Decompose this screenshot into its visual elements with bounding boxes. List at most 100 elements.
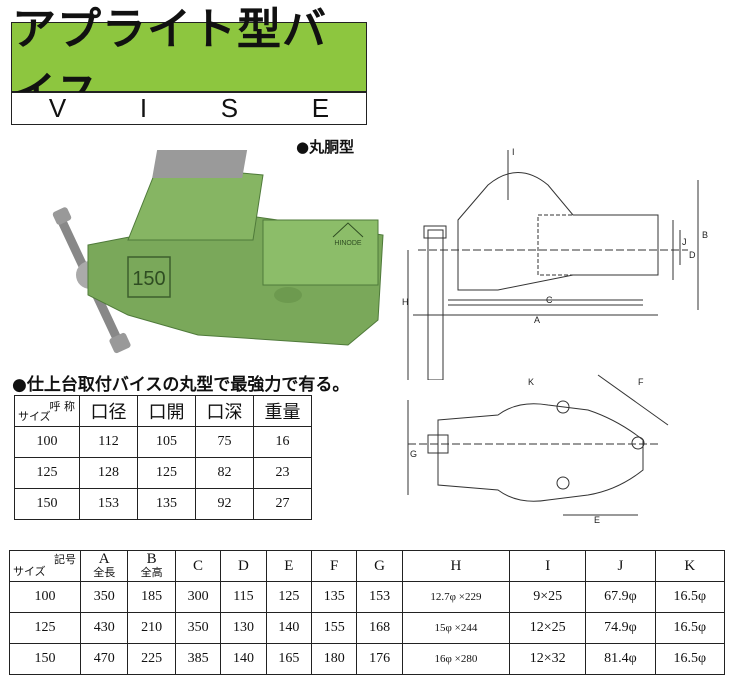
corner-bottom: サイズ [13,566,46,578]
table-cell: 82 [195,457,254,489]
label-b: B [702,230,708,240]
table-cell: 135 [310,581,358,613]
subtitle-letter: E [311,93,330,123]
label-g: G [410,449,417,459]
table-cell: 125 [137,457,196,489]
column-header: G [356,550,403,582]
column-sub: 全高 [140,567,163,579]
table-cell: 16 [253,426,312,458]
corner-cell: 記号 サイズ [9,550,81,582]
table-cell: 168 [356,612,403,644]
table-cell: 470 [79,643,129,675]
table-header-row: 呼 称 サイズ 口径 口開 口深 重量 [14,395,312,427]
corner-bottom: サイズ [18,410,51,423]
column-header: 重量 [253,395,312,427]
table-row: 125 430 210 350 130 140 155 168 15φ ×244… [9,612,726,644]
title-banner: アプライト型バイス [11,4,367,119]
table-row: 125 128 125 82 23 [14,457,312,489]
label-h: H [402,297,409,307]
column-header: 口開 [137,395,196,427]
label-c: C [546,295,553,305]
table-row: 100 350 185 300 115 125 135 153 12.7φ ×2… [9,581,726,613]
table-cell: 350 [174,612,222,644]
page-title: アプライト型バイス [12,4,327,119]
table-cell: 225 [127,643,176,675]
table-cell: 105 [137,426,196,458]
table-cell: 75 [195,426,254,458]
table-cell: 300 [174,581,222,613]
table-cell: 27 [253,488,312,520]
vise-photo: 150 HINODE [52,150,384,354]
table-cell: 385 [174,643,222,675]
table-cell: 16.5φ [654,612,726,644]
table-cell: 128 [79,457,138,489]
table-cell: 125 [9,612,81,644]
subtitle-letters: V I S E [12,93,366,124]
label-d: D [689,250,696,260]
column-header: F [310,550,358,582]
table-cell: 16.5φ [654,581,726,613]
table-cell: 430 [79,612,129,644]
table-cell: 130 [220,612,267,644]
label-k: K [528,377,534,387]
column-header: 口深 [195,395,254,427]
corner-cell: 呼 称 サイズ [14,395,80,427]
corner-top: 記号 [54,554,76,566]
subtitle-letter: I [139,93,148,123]
type-label: ●丸胴型 [296,138,355,156]
table-row: 150 153 135 92 27 [14,488,312,520]
table-cell: 12×25 [509,612,587,644]
subtitle-letter: S [220,93,239,123]
column-header: E [265,550,313,582]
column-header: D [220,550,267,582]
table-cell: 210 [127,612,176,644]
corner-top: 呼 称 [49,400,76,413]
table-cell: 12.7φ ×229 [401,581,511,613]
table-cell: 67.9φ [585,581,656,613]
label-j: J [682,237,687,247]
table-row: 100 112 105 75 16 [14,426,312,458]
table-cell: 350 [79,581,129,613]
table-cell: 125 [265,581,313,613]
label-i: I [512,147,515,157]
table-cell: 135 [137,488,196,520]
column-sub: 全長 [93,567,116,579]
column-header: K [654,550,726,582]
photo-brand: HINODE [334,240,362,247]
top-view-drawing: K F G E [407,374,669,525]
column-header: C [174,550,222,582]
table-cell: 15φ ×244 [401,612,511,644]
table-cell: 140 [265,612,313,644]
side-view-drawing: I B J D H C A [402,147,708,380]
photo-model-label: 150 [132,268,165,290]
table-cell: 16.5φ [654,643,726,675]
column-letter: B [146,551,157,567]
table-cell: 92 [195,488,254,520]
column-letter: A [98,551,110,567]
column-header: J [585,550,656,582]
table-cell: 153 [356,581,403,613]
size-spec-table: 呼 称 サイズ 口径 口開 口深 重量 100 112 105 75 16 12… [14,395,312,520]
table-cell: 16φ ×280 [401,643,511,675]
label-a: A [534,315,540,325]
tagline: ●仕上台取付バイスの丸型で最強力で有る。 [12,375,350,395]
table-cell: 155 [310,612,358,644]
column-header: 口径 [79,395,138,427]
table-cell: 115 [220,581,267,613]
table-cell: 23 [253,457,312,489]
table-cell: 112 [79,426,138,458]
table-cell: 100 [9,581,81,613]
table-cell: 153 [79,488,138,520]
label-e: E [594,515,600,525]
table-cell: 125 [14,457,80,489]
subtitle-letter: V [48,93,67,123]
table-cell: 9×25 [509,581,587,613]
table-cell: 100 [14,426,80,458]
table-cell: 81.4φ [585,643,656,675]
subtitle-banner: V I S E [11,92,367,125]
table-cell: 150 [9,643,81,675]
